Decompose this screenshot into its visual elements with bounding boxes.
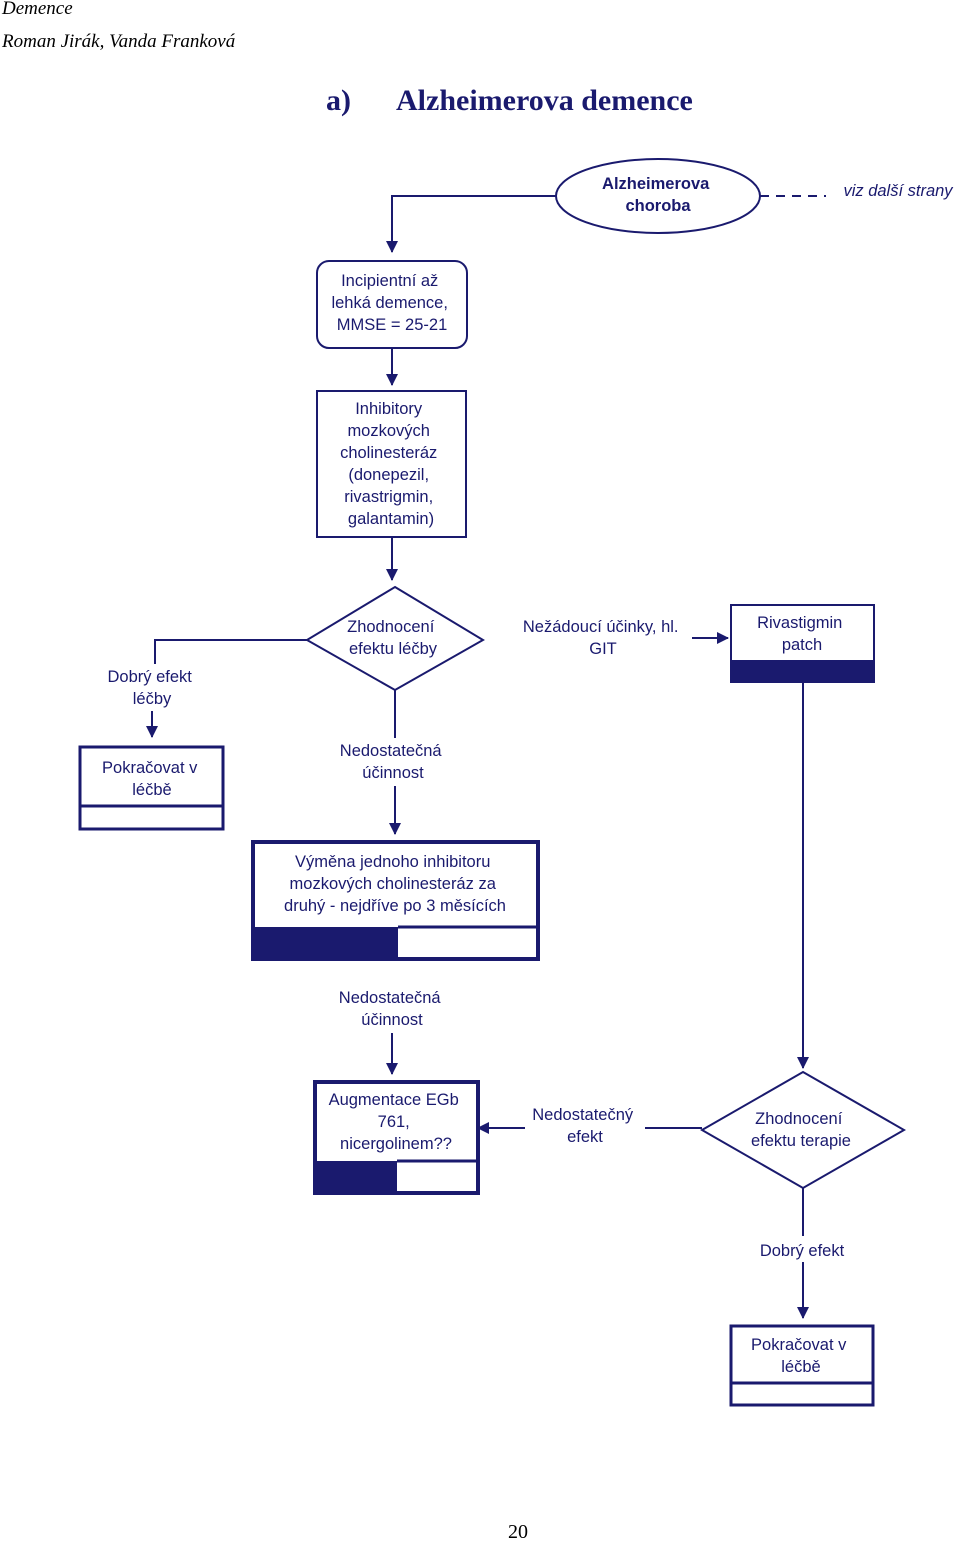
page-number: 20 [508,1521,528,1543]
insufficient1-line-1: Nedostatečná [340,742,443,760]
evaluation2-line-1: Zhodnocení [755,1110,843,1128]
rivastigmin-line-2: patch [782,636,822,654]
svg-text:Nedostatečná účinnost: Nedostatečná účinnost [339,989,445,1029]
inhibitors-line-1: Inhibitory [355,400,423,418]
switch-line-2: mozkových cholinesteráz za [290,875,497,893]
node-inhibitors [316,390,467,538]
svg-text:Pokračovat v léčbě: Pokračovat v léčbě [102,759,202,799]
node-evaluation-2 [699,1070,907,1190]
switch-line-1: Výměna jednoho inhibitoru [295,853,490,871]
alzheimer-line-2: choroba [625,197,691,215]
inhibitors-line-6: galantamin) [348,510,434,528]
svg-text:Výměna jednoho inhibitoru: Výměna jednoho inhibitoru mozkových chol… [284,853,506,915]
alzheimer-line-1: Alzheimerova [602,175,710,193]
evaluation1-line-2: efektu léčby [349,640,438,658]
incipient-line-2: lehká demence, [331,294,448,312]
node-alzheimer [555,158,761,234]
running-header-topic: Demence [2,0,73,19]
inhibitors-line-3: cholinesteráz [340,444,437,462]
insufficient1-line-2: účinnost [362,764,424,782]
good-effect1-line-1: Dobrý efekt [108,668,193,686]
page-title: a) Alzheimerova demence [326,84,693,118]
see-next-pages-label: viz další strany [843,182,954,200]
svg-text:Nedostatečná účinnost: Nedostatečná účinnost [340,742,446,782]
svg-text:Alzheimerova choroba: Alzheimerova choroba [602,175,714,215]
svg-text:Nežádoucí účinky, hl. GIT: Nežádoucí účinky, hl. GIT [523,618,683,658]
inhibitors-line-2: mozkových [347,422,430,440]
augmentation-footer-bar [315,1161,397,1193]
svg-text:Zhodnocení efektu terapie: Zhodnocení efektu terapie [751,1110,851,1150]
node-evaluation-1 [305,585,485,692]
insufficient2-line-2: účinnost [361,1011,423,1029]
evaluation1-line-1: Zhodnocení [347,618,435,636]
insufficient3-line-2: efekt [567,1128,603,1146]
rivastigmin-line-1: Rivastigmin [757,614,842,632]
title-text: Alzheimerova demence [396,84,693,117]
continue2-line-2: léčbě [781,1358,820,1376]
switch-line-3: druhý - nejdříve po 3 měsících [284,897,506,915]
augmentation-line-1: Augmentace EGb [329,1091,459,1109]
svg-text:Dobrý efekt léčby: Dobrý efekt léčby [108,668,197,708]
title-prefix: a) [326,84,351,117]
good-effect2-label: Dobrý efekt [760,1242,845,1260]
svg-text:Inhibitory mozkových c: Inhibitory mozkových cholinesteráz (done… [340,400,442,528]
augmentation-line-2: 761, [378,1113,410,1131]
svg-text:Nedostatečný efekt: Nedostatečný efekt [532,1106,638,1146]
insufficient2-line-1: Nedostatečná [339,989,442,1007]
adverse-line-2: GIT [589,640,617,658]
rivastigmin-footer-bar [731,660,874,682]
svg-text:Rivastigmin patch: Rivastigmin patch [757,614,847,654]
switch-footer-bar [253,927,398,959]
svg-text:Incipientní až lehká demen: Incipientní až lehká demence, MMSE = 25-… [331,272,452,334]
continue1-line-2: léčbě [132,781,171,799]
node-continue-2 [729,1324,875,1407]
insufficient3-line-1: Nedostatečný [532,1106,634,1124]
incipient-line-3: MMSE = 25-21 [337,316,448,334]
node-continue-1 [78,745,225,831]
continue2-line-1: Pokračovat v [751,1336,847,1354]
running-header-authors: Roman Jirák, Vanda Franková [2,31,236,52]
svg-text:Zhodnocení efektu léčby: Zhodnocení efektu léčby [347,618,439,658]
inhibitors-line-4: (donepezil, [348,466,429,484]
connector-evaluation-to-good [154,639,307,664]
inhibitors-line-5: rivastrigmin, [344,488,433,506]
svg-text:Augmentace EGb 761, ni: Augmentace EGb 761, nicergolinem?? [329,1091,464,1153]
adverse-line-1: Nežádoucí účinky, hl. [523,618,679,636]
evaluation2-line-2: efektu terapie [751,1132,851,1150]
incipient-line-1: Incipientní až [341,272,438,290]
connector-alzheimer-to-incipient [386,195,556,253]
node-incipient [316,260,468,349]
augmentation-line-3: nicergolinem?? [340,1135,452,1153]
svg-text:Pokračovat v léčbě: Pokračovat v léčbě [751,1336,851,1376]
good-effect1-line-2: léčby [133,690,172,708]
continue1-line-1: Pokračovat v [102,759,198,777]
